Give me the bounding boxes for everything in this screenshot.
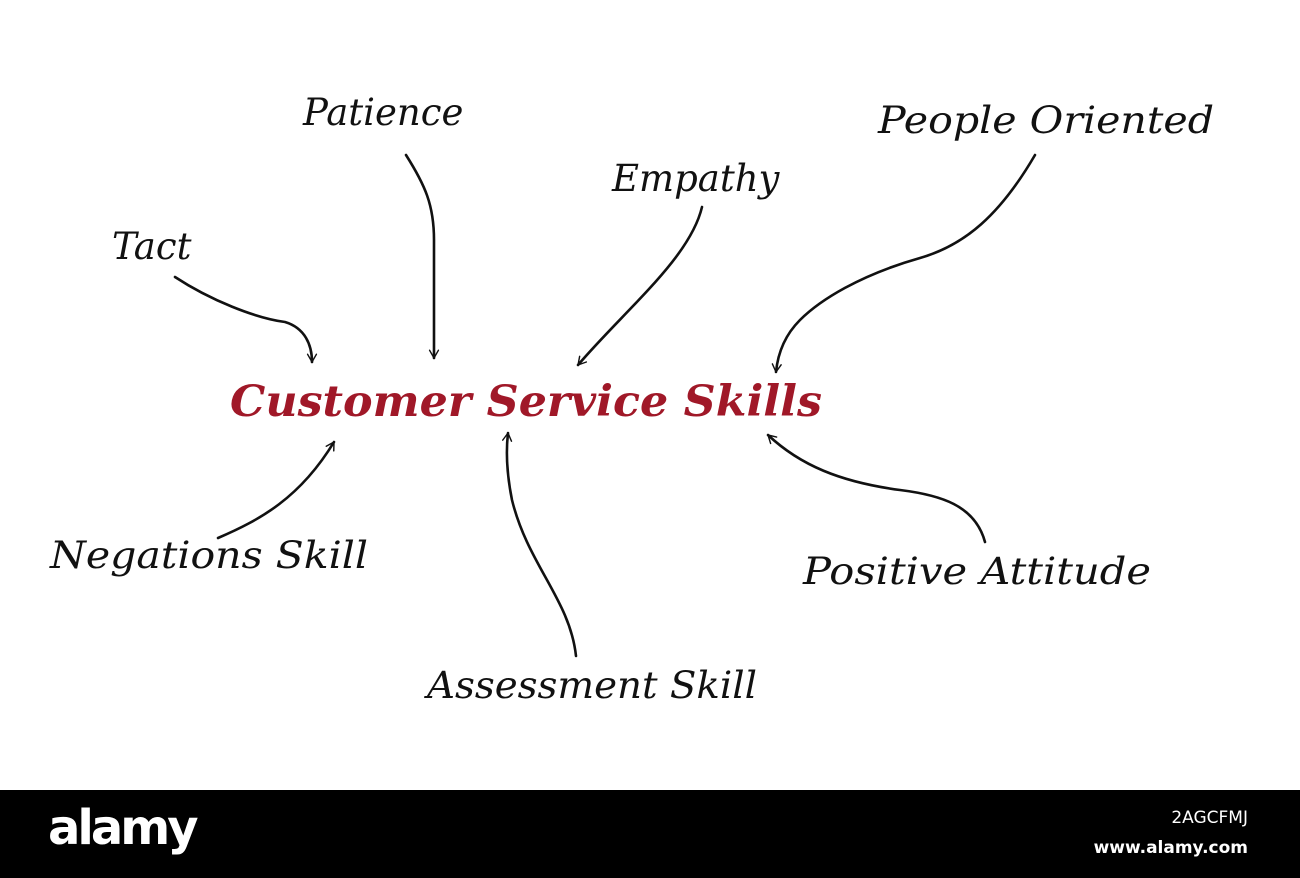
watermark-site: www.alamy.com	[1093, 838, 1248, 858]
watermark-bar: alamy 2AGCFMJ www.alamy.com	[0, 790, 1300, 878]
skill-label-positive-attitude: Positive Attitude	[802, 550, 1151, 593]
arrow-negations-skill	[216, 440, 336, 540]
skill-label-empathy: Empathy	[611, 157, 781, 200]
arrow-assessment-skill	[502, 431, 578, 658]
center-label: Customer Service Skills	[230, 377, 822, 427]
arrow-tact	[173, 275, 318, 364]
watermark-logo: alamy	[48, 800, 199, 856]
arrow-positive-attitude	[766, 433, 987, 544]
skill-label-people-oriented: People Oriented	[877, 99, 1214, 142]
watermark-image-id: 2AGCFMJ	[1171, 808, 1248, 828]
arrow-empathy	[576, 205, 704, 367]
skill-label-negations-skill: Negations Skill	[49, 534, 368, 577]
skill-label-assessment-skill: Assessment Skill	[424, 664, 757, 707]
arrow-patience	[404, 153, 440, 360]
skill-label-tact: Tact	[112, 225, 192, 268]
skill-label-patience: Patience	[302, 91, 463, 134]
arrow-people-oriented	[771, 153, 1037, 374]
skills-diagram: Tact Patience Empathy People Oriented Ne…	[49, 91, 1214, 707]
